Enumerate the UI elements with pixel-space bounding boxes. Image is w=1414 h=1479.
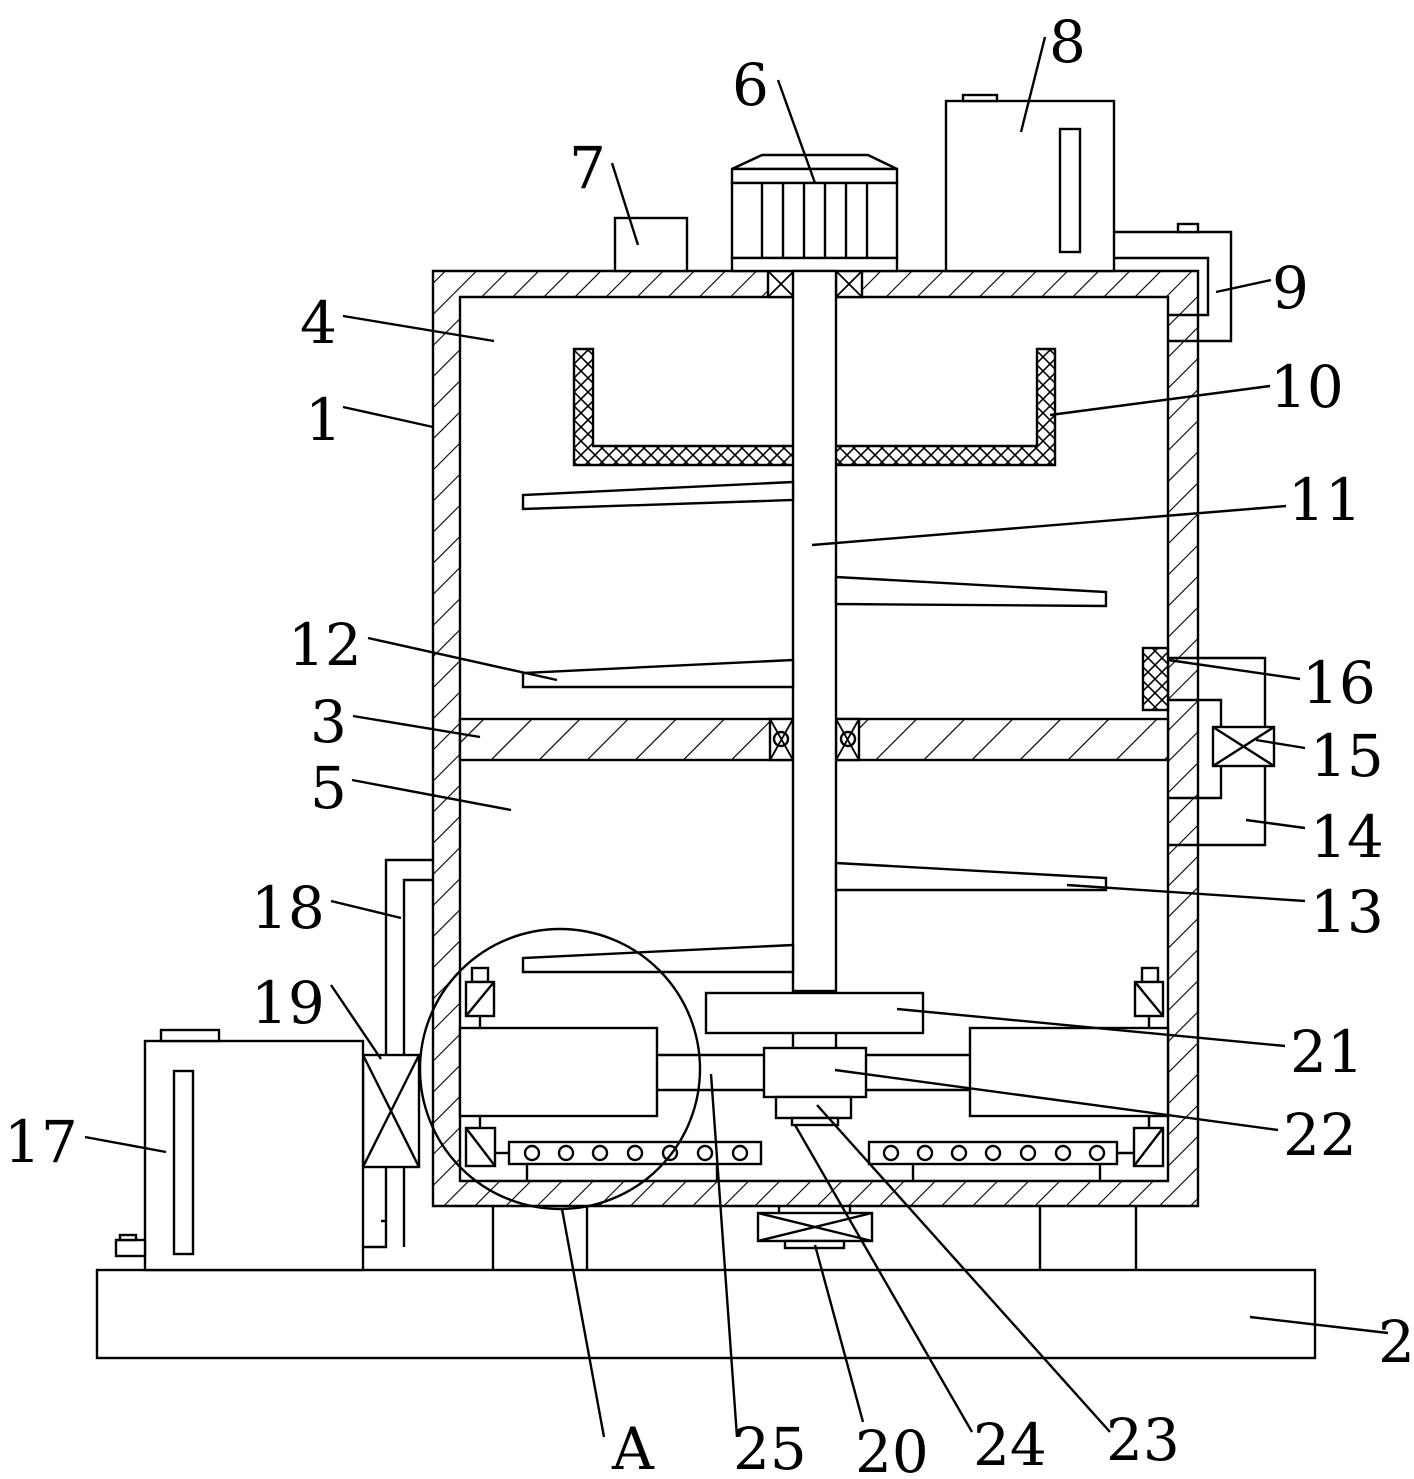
base-plate [95, 1268, 1317, 1360]
discharge-outlet [756, 1206, 874, 1250]
collection-tank [114, 1028, 365, 1272]
label-21: 21 [1290, 1018, 1364, 1086]
top-bearing [766, 269, 864, 299]
left-rollers [523, 1144, 749, 1162]
label-5: 5 [310, 754, 347, 822]
spring-dampers [464, 966, 1165, 1168]
label-4: 4 [300, 289, 337, 357]
label-15: 15 [1310, 722, 1384, 790]
label-10: 10 [1270, 353, 1344, 421]
label-1: 1 [305, 386, 342, 454]
label-7: 7 [569, 134, 606, 202]
roller-rails [495, 1140, 1134, 1181]
label-16: 16 [1302, 649, 1376, 717]
label-13: 13 [1310, 878, 1384, 946]
outlet-valve [361, 1053, 421, 1169]
top-tank [944, 93, 1116, 273]
label-9: 9 [1272, 254, 1309, 322]
leader-lines [84, 36, 1389, 1438]
gear-box [762, 1046, 868, 1127]
callout-labels: 1 2 3 4 5 6 7 8 9 10 11 12 13 14 15 16 1… [4, 8, 1414, 1479]
rail-feet [525, 1164, 1102, 1181]
label-12: 12 [288, 611, 362, 679]
sight-window [1141, 646, 1170, 712]
label-22: 22 [1283, 1101, 1357, 1169]
right-rollers [882, 1144, 1106, 1162]
label-11: 11 [1288, 466, 1362, 534]
motor [730, 153, 899, 273]
stirring-shaft [791, 269, 838, 993]
label-19: 19 [251, 969, 325, 1037]
bypass-valve [1211, 725, 1276, 768]
label-3: 3 [310, 688, 347, 756]
label-18: 18 [251, 874, 325, 942]
label-17: 17 [4, 1108, 78, 1176]
detail-circle-a [418, 927, 702, 1211]
label-6: 6 [732, 51, 769, 119]
connecting-rods [657, 1053, 970, 1092]
stirring-blades [521, 480, 1108, 974]
support-legs [491, 1206, 1138, 1270]
label-23: 23 [1106, 1406, 1180, 1474]
label-24: 24 [973, 1411, 1047, 1479]
label-25: 25 [733, 1415, 807, 1479]
feed-inlet [613, 216, 689, 273]
label-a: A [611, 1415, 655, 1479]
label-20: 20 [855, 1418, 929, 1479]
filter-basket [572, 347, 1057, 467]
label-14: 14 [1310, 803, 1384, 871]
housing-wall [431, 269, 1200, 1208]
scraper-disc [704, 991, 925, 1048]
label-2: 2 [1378, 1308, 1414, 1376]
label-8: 8 [1049, 8, 1086, 76]
pump-pipe [1114, 222, 1233, 343]
